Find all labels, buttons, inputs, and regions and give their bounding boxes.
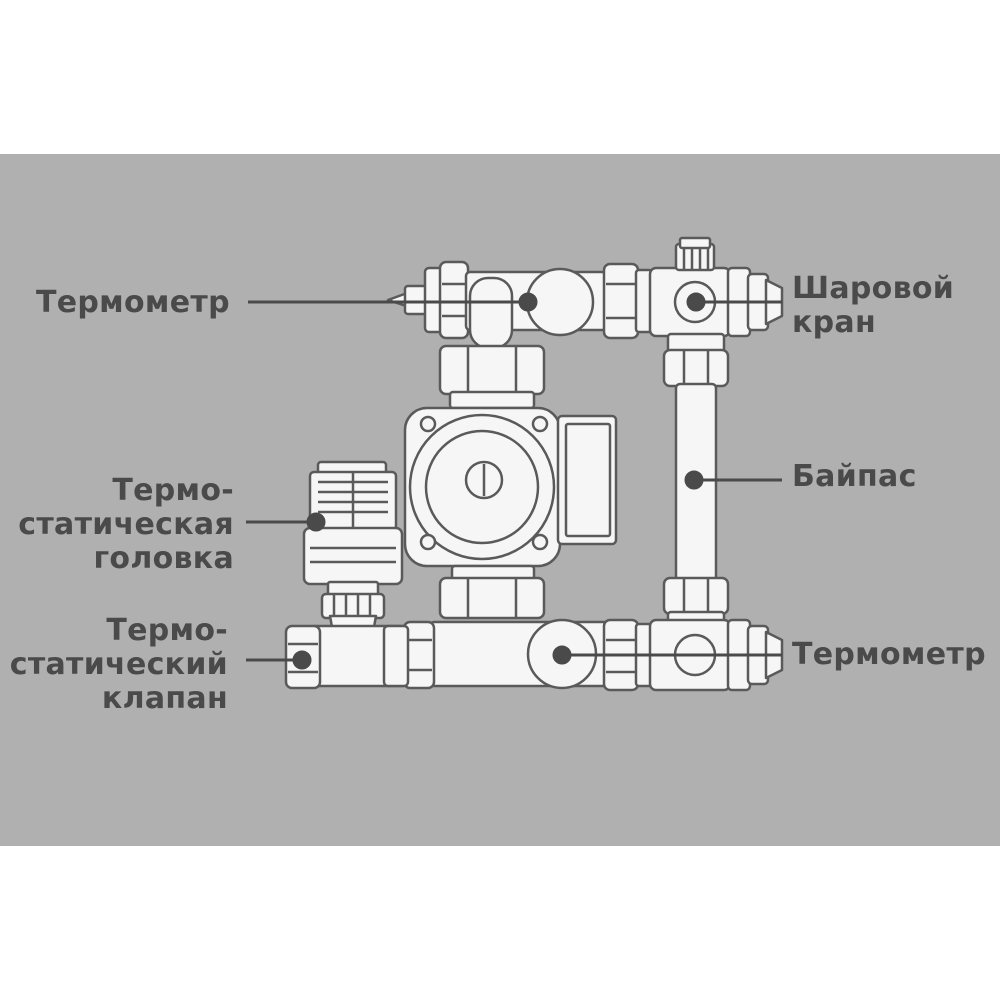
label-thermostatic-valve-line2: статический (9, 647, 228, 682)
label-ball-valve-line2: кран (792, 305, 877, 340)
pump-upper-pipe (438, 276, 546, 410)
label-ball-valve: Шаровой кран (792, 272, 954, 340)
circulation-pump (403, 406, 618, 568)
label-ball-valve-line1: Шаровой (792, 271, 955, 306)
label-thermometer-top: Термометр (36, 285, 230, 320)
leader-dot-ball-valve (686, 292, 706, 312)
label-thermostatic-head-line3: головка (93, 541, 234, 576)
label-thermometer-bottom: Термометр (792, 637, 986, 672)
thermostatic-head (302, 460, 404, 586)
label-thermostatic-valve: Термо- статический клапан (10, 614, 228, 716)
label-thermostatic-head-line1: Термо- (112, 473, 234, 508)
leader-dot-bypass (684, 470, 704, 490)
label-thermostatic-valve-line3: клапан (101, 681, 228, 716)
pump-upper-nut (438, 344, 546, 396)
label-thermostatic-head-line2: статическая (18, 507, 234, 542)
label-bypass: Байпас (792, 459, 917, 494)
leader-dot-thermo-valve (292, 650, 312, 670)
thermostatic-valve (284, 580, 410, 690)
leader-dot-thermo-head (306, 512, 326, 532)
label-thermostatic-head: Термо- статическая головка (18, 474, 234, 576)
leader-dot-thermometer-bottom (552, 645, 572, 665)
pump-lower-pipe (438, 564, 546, 620)
label-thermostatic-valve-line1: Термо- (106, 613, 228, 648)
top-manifold (386, 236, 784, 340)
leader-dot-thermometer-top (518, 292, 538, 312)
